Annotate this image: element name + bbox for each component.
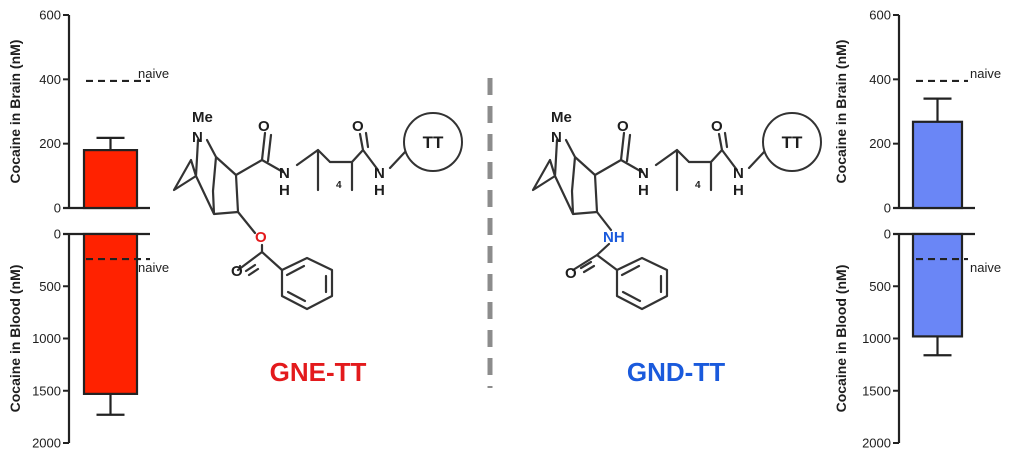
y-tick-label: 500 — [869, 279, 891, 294]
y-tick-label: 0 — [884, 201, 891, 216]
amide-nh-label: NH — [603, 229, 625, 246]
amide-h-label: H — [279, 182, 290, 199]
tropane-ring-bonds — [531, 138, 599, 216]
amide-n-label: N — [279, 165, 290, 182]
gnd-brain-chart: 0 200 400 600 naive Cocaine in Brain (nM) — [833, 8, 1001, 216]
benzene-ring — [615, 256, 669, 311]
methyl-label: Me — [192, 109, 213, 126]
tt-carrier-label: TT — [423, 133, 444, 152]
linker-chain-bonds — [234, 131, 407, 192]
y-tick-label: 1000 — [32, 331, 61, 346]
gne-brain-chart: 0 200 400 600 naive Cocaine in Brain (nM) — [7, 8, 169, 216]
y-tick-label: 0 — [54, 201, 61, 216]
y-axis-title: Cocaine in Blood (nM) — [7, 265, 23, 413]
amide-h-label: H — [638, 182, 649, 199]
ring-nitrogen-label: N — [551, 129, 562, 146]
naive-reference-label: naive — [138, 260, 169, 275]
data-bar — [911, 232, 964, 338]
carbonyl-oxygen-label: O — [617, 118, 629, 135]
y-tick-label: 2000 — [862, 436, 891, 451]
amide-h-label-2: H — [374, 182, 385, 199]
y-axis-title: Cocaine in Brain (nM) — [833, 40, 849, 184]
data-bar — [911, 120, 964, 210]
y-tick-label: 600 — [39, 8, 61, 23]
methyl-label: Me — [551, 109, 572, 126]
carbonyl-oxygen-label-2: O — [352, 118, 364, 135]
y-tick-label: 400 — [39, 72, 61, 87]
data-bar — [82, 232, 139, 395]
benzene-ring — [280, 256, 334, 311]
repeat-count-label: 4 — [695, 180, 701, 191]
compound-name-gnd-tt: GND-TT — [627, 357, 725, 387]
y-tick-label: 400 — [869, 72, 891, 87]
ester-bonds — [236, 210, 284, 272]
ester-carbonyl-oxygen-label: O — [231, 263, 243, 280]
naive-reference-label: naive — [970, 66, 1001, 81]
carbonyl-oxygen-label: O — [258, 118, 270, 135]
y-tick-label: 600 — [869, 8, 891, 23]
amide-carbonyl-oxygen-label: O — [565, 265, 577, 282]
data-bar — [82, 149, 139, 210]
tropane-ring-bonds — [172, 138, 240, 216]
compound-name-gne-tt: GNE-TT — [270, 357, 367, 387]
ring-nitrogen-label: N — [192, 129, 203, 146]
naive-reference-label: naive — [138, 66, 169, 81]
y-tick-label: 500 — [39, 279, 61, 294]
gne-tt-structure: Me N O N H 4 O N H O O TT GNE-TT — [172, 109, 463, 387]
naive-reference-label: naive — [970, 260, 1001, 275]
y-tick-label: 200 — [39, 136, 61, 151]
amide-n-label-2: N — [374, 165, 385, 182]
y-tick-label: 1500 — [862, 383, 891, 398]
gne-blood-chart: 0 500 1000 1500 2000 naive Cocaine in Blood (n… — [7, 227, 169, 451]
y-axis-title: Cocaine in Blood (nM) — [833, 265, 849, 413]
tt-carrier-circle — [403, 112, 463, 172]
y-tick-label: 1000 — [862, 331, 891, 346]
gnd-blood-chart: 0 500 1000 1500 2000 naive Cocaine in Blood (n… — [833, 227, 1001, 451]
y-tick-label: 1500 — [32, 383, 61, 398]
linker-chain-bonds — [593, 131, 766, 192]
repeat-count-label: 4 — [336, 180, 342, 191]
y-tick-label: 2000 — [32, 436, 61, 451]
tt-carrier-circle — [762, 112, 822, 172]
ester-oxygen-label: O — [255, 229, 267, 246]
amide-n-label: N — [638, 165, 649, 182]
gnd-tt-structure: Me N O N H 4 O N H O NH TT GND-TT — [531, 109, 822, 387]
amide-h-label-2: H — [733, 182, 744, 199]
amide-link-bonds — [571, 210, 619, 272]
amide-n-label-2: N — [733, 165, 744, 182]
y-tick-label: 0 — [884, 227, 891, 242]
tt-carrier-label: TT — [782, 133, 803, 152]
carbonyl-oxygen-label-2: O — [711, 118, 723, 135]
y-tick-label: 200 — [869, 136, 891, 151]
y-axis-title: Cocaine in Brain (nM) — [7, 40, 23, 184]
y-tick-label: 0 — [54, 227, 61, 242]
